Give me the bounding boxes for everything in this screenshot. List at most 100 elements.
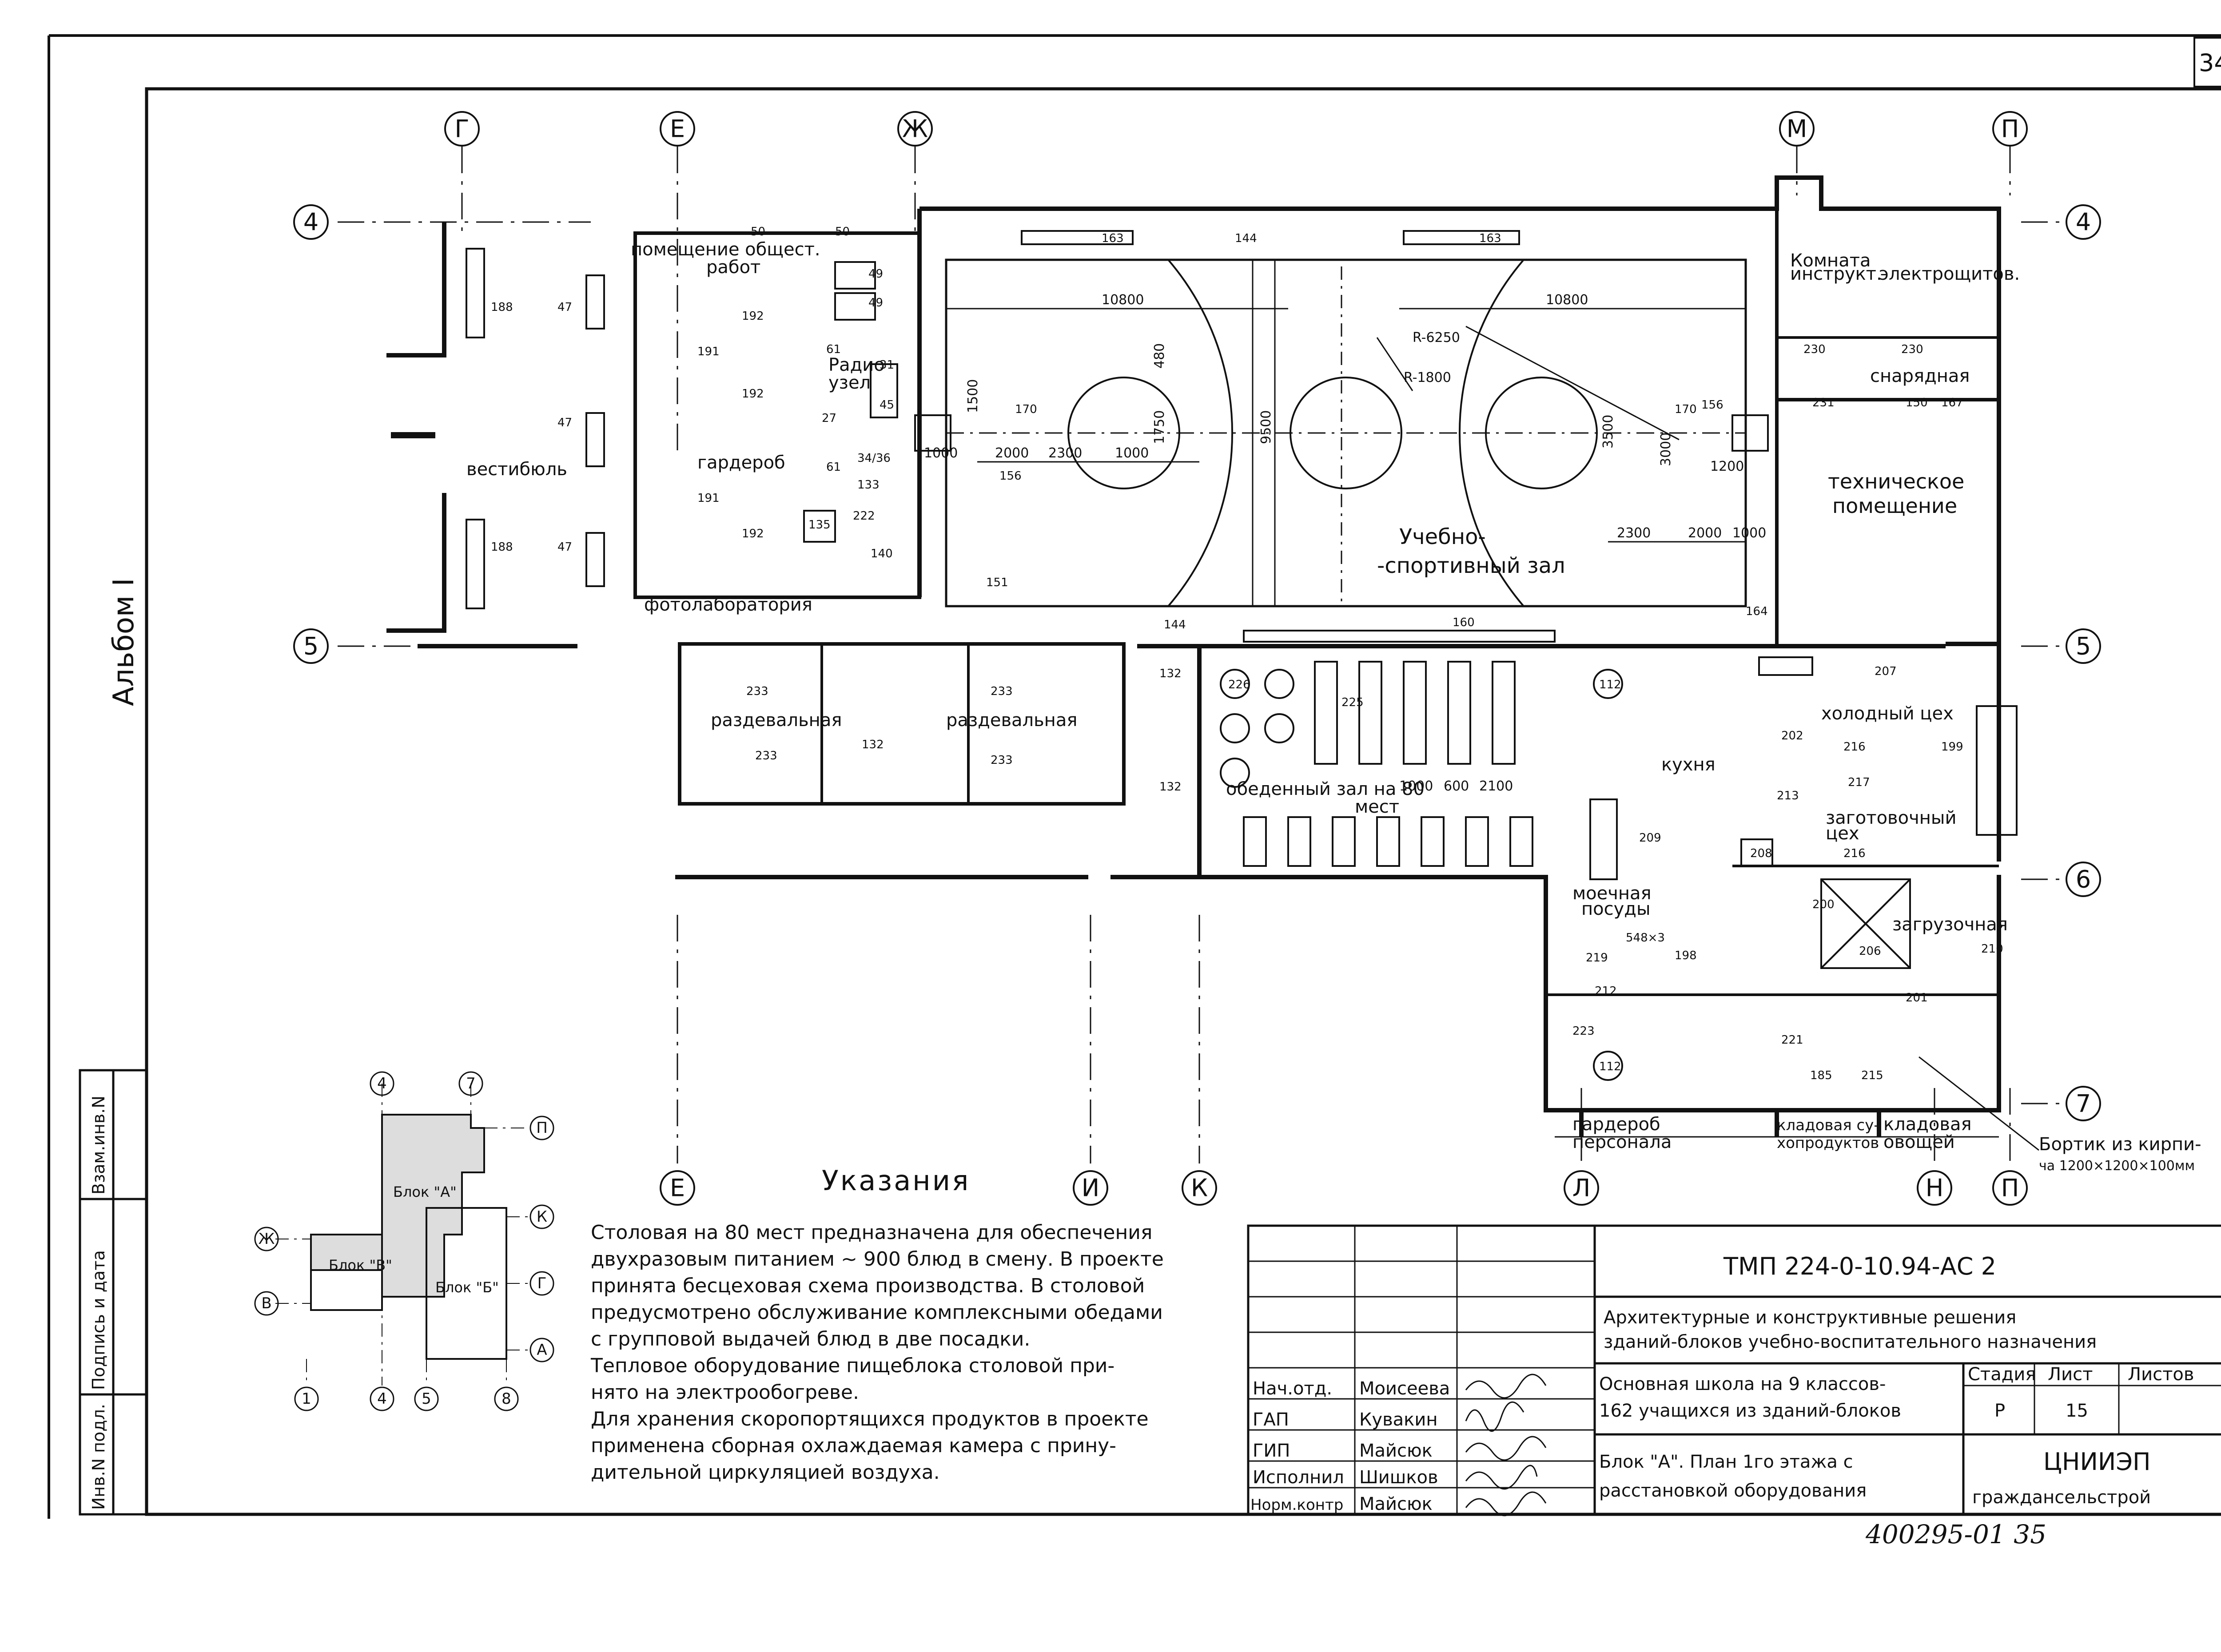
svg-text:27: 27 <box>822 412 836 425</box>
svg-text:198: 198 <box>1675 949 1697 962</box>
svg-text:Блок "Б": Блок "Б" <box>435 1279 499 1296</box>
svg-text:230: 230 <box>1901 343 1923 356</box>
svg-text:222: 222 <box>853 509 875 523</box>
svg-text:217: 217 <box>1848 776 1870 789</box>
svg-text:Блок "А": Блок "А" <box>393 1183 457 1200</box>
tb-stage: Р <box>1994 1401 2005 1421</box>
room-equipment: снарядная <box>1870 366 1970 386</box>
svg-text:49: 49 <box>868 296 883 310</box>
dining-tables <box>1220 661 1623 1081</box>
svg-text:Кувакин: Кувакин <box>1359 1410 1437 1430</box>
svg-text:219: 219 <box>1586 951 1608 965</box>
note-line: нято на электрообогреве. <box>591 1381 859 1404</box>
room-wardrobe: гардероб <box>697 453 785 473</box>
svg-text:188: 188 <box>491 301 513 314</box>
svg-text:2000: 2000 <box>995 445 1029 461</box>
svg-text:223: 223 <box>1572 1025 1595 1038</box>
svg-text:П: П <box>2001 1174 2019 1202</box>
room-staff-wardrobe: гардероб <box>1572 1114 1660 1135</box>
svg-text:61: 61 <box>826 461 841 474</box>
note-line: Для хранения скоропортящихся продуктов в… <box>591 1408 1149 1430</box>
svg-text:140: 140 <box>871 547 893 560</box>
tb-descr-1: Архитектурные и конструктивные решения <box>1604 1307 2016 1328</box>
svg-text:132: 132 <box>1159 667 1182 680</box>
svg-text:47: 47 <box>557 301 572 314</box>
svg-text:Г: Г <box>537 1275 547 1292</box>
svg-text:2000: 2000 <box>1688 525 1722 541</box>
note-line: Тепловое оборудование пищеблока столовой… <box>590 1354 1114 1377</box>
svg-text:Норм.контр: Норм.контр <box>1250 1496 1343 1514</box>
equipment-marks: 188 188 47 47 47 50 50 49 49 192 192 192… <box>466 225 2018 1082</box>
svg-text:201: 201 <box>1906 991 1928 1005</box>
svg-text:233: 233 <box>755 749 777 762</box>
svg-text:10800: 10800 <box>1102 292 1144 308</box>
svg-text:210: 210 <box>1981 942 2003 956</box>
svg-text:R-6250: R-6250 <box>1413 330 1460 345</box>
axis-bottom-I: И <box>1073 1170 1108 1206</box>
axis-bottom-E: Е <box>660 1170 695 1206</box>
svg-text:45: 45 <box>880 398 894 412</box>
side-stamp-inv-orig: Инв.N подл. <box>89 1404 108 1510</box>
svg-text:6: 6 <box>2076 866 2091 894</box>
court-markings <box>914 259 1769 607</box>
svg-text:548×3: 548×3 <box>1626 931 1665 945</box>
svg-text:191: 191 <box>697 492 720 505</box>
room-instructor-2: инструкт. <box>1790 264 1882 284</box>
svg-text:170: 170 <box>1675 403 1697 416</box>
room-electrical: электрощитов. <box>1879 264 2020 284</box>
tb-drawing-1: Блок "А". План 1го этажа с <box>1599 1452 1853 1472</box>
svg-text:Майсюк: Майсюк <box>1359 1441 1433 1461</box>
svg-text:5: 5 <box>422 1390 431 1408</box>
svg-text:1200: 1200 <box>1710 459 1744 474</box>
axis-top-P: П <box>1992 111 2028 147</box>
note-line: с групповой выдачей блюд в две посадки. <box>591 1328 1030 1350</box>
svg-text:200: 200 <box>1812 898 1835 911</box>
svg-text:Н: Н <box>1926 1174 1944 1202</box>
axis-right-6: 6 <box>2066 862 2101 897</box>
svg-text:202: 202 <box>1781 729 1803 743</box>
svg-text:1750: 1750 <box>1152 410 1167 444</box>
svg-text:192: 192 <box>742 527 764 540</box>
note-line: двухразовым питанием ~ 900 блюд в смену.… <box>591 1248 1164 1271</box>
svg-text:Г: Г <box>455 115 470 143</box>
tb-sheet: 15 <box>2066 1401 2088 1421</box>
side-stamp-inv-repl: Взам.инв.N <box>89 1096 108 1195</box>
title-block: ТМП 224-0-10.94-АС 2 Архитектурные и кон… <box>1247 1224 2221 1517</box>
room-technical: техническое <box>1828 469 1964 493</box>
svg-text:213: 213 <box>1777 789 1799 802</box>
room-dry-store: кладовая су- <box>1777 1116 1879 1134</box>
svg-text:230: 230 <box>1803 343 1826 356</box>
svg-text:61: 61 <box>826 343 841 356</box>
svg-text:3000: 3000 <box>1658 433 1674 466</box>
svg-text:Е: Е <box>670 115 685 143</box>
svg-text:1000: 1000 <box>1399 778 1433 794</box>
svg-text:156: 156 <box>1701 398 1723 412</box>
svg-text:192: 192 <box>742 387 764 401</box>
axis-top-Zh: Ж <box>897 111 933 147</box>
signatures <box>1465 1374 1547 1517</box>
svg-text:212: 212 <box>1595 985 1617 998</box>
svg-text:Исполнил: Исполнил <box>1253 1467 1344 1488</box>
side-stamp-sign-date: Подпись и дата <box>89 1250 108 1390</box>
svg-text:208: 208 <box>1750 847 1772 860</box>
svg-text:4: 4 <box>377 1075 387 1092</box>
svg-text:207: 207 <box>1875 665 1897 678</box>
svg-text:188: 188 <box>491 540 513 554</box>
svg-text:1000: 1000 <box>1732 525 1766 541</box>
svg-text:191: 191 <box>697 345 720 358</box>
room-dishwash-2: посуды <box>1581 899 1651 919</box>
svg-text:233: 233 <box>991 754 1013 767</box>
svg-text:3500: 3500 <box>1600 415 1616 449</box>
svg-text:7: 7 <box>2076 1090 2091 1118</box>
svg-text:8: 8 <box>502 1390 511 1408</box>
room-veg-store-2: овощей <box>1883 1132 1955 1152</box>
svg-text:Майсюк: Майсюк <box>1359 1494 1433 1514</box>
axis-bubbles: Г Е Ж М П Е И К Л Н П 4 5 4 5 6 7 <box>293 111 2101 1206</box>
svg-text:Блок "В": Блок "В" <box>329 1257 392 1274</box>
svg-text:199: 199 <box>1941 740 1963 754</box>
svg-text:480: 480 <box>1152 343 1167 369</box>
note-line: принята бесцеховая схема производства. В… <box>591 1275 1145 1297</box>
svg-text:206: 206 <box>1859 945 1881 958</box>
svg-text:2100: 2100 <box>1479 778 1513 794</box>
svg-text:231: 231 <box>1812 396 1835 409</box>
